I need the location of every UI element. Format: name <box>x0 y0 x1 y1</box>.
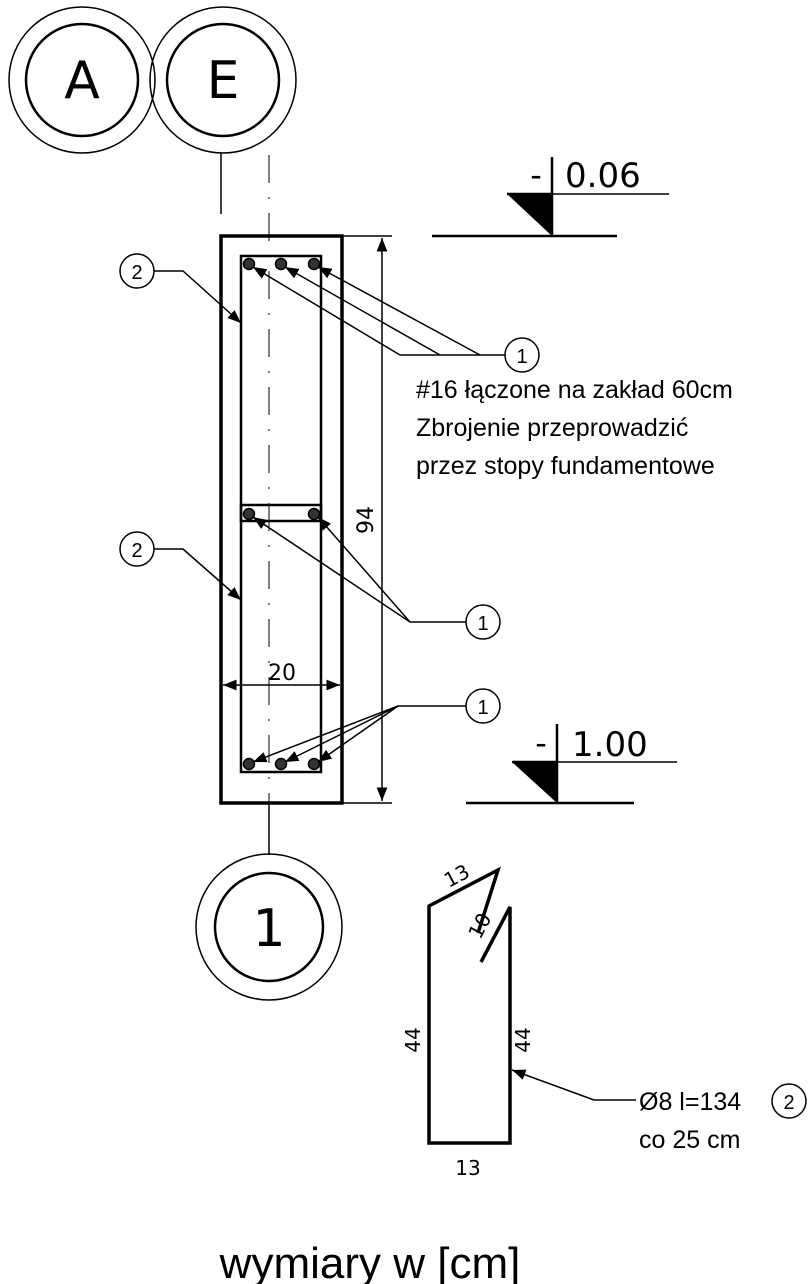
level-marker-upper: - 0.06 <box>432 156 669 238</box>
rebar-mid-1 <box>242 507 256 521</box>
units-caption: wymiary w [cm] <box>219 1239 521 1284</box>
rebar-bot-3 <box>307 757 321 771</box>
stirrup-marker-upper-label: 2 <box>131 262 142 284</box>
rebars <box>242 257 321 771</box>
note-line-1: #16 łączone na zakład 60cm <box>416 376 733 404</box>
axis-bubble-e: E <box>149 6 297 154</box>
stirrup-bottom-length: 13 <box>455 1156 480 1180</box>
axis-label-1: 1 <box>252 899 285 959</box>
stirrup-spec: Ø8 l=134 <box>639 1088 741 1116</box>
bar-marker-mid-label: 1 <box>477 613 488 635</box>
axis-label-e: E <box>207 51 240 111</box>
stirrup-left-leg: 44 <box>401 1027 425 1052</box>
note-line-3: przez stopy fundamentowe <box>416 452 715 480</box>
rebar-top-3 <box>307 257 321 271</box>
level-upper-sign: - <box>530 156 542 194</box>
rebar-top-2 <box>274 257 288 271</box>
stirrup-marker-lower: 2 <box>119 531 242 601</box>
stirrup-cage-lower <box>239 503 323 774</box>
level-lower-sign: - <box>535 724 547 762</box>
stirrup-hook-a: 13 <box>440 859 474 892</box>
foundation-outline <box>219 234 344 805</box>
dimension-width-label: 20 <box>268 661 296 686</box>
bar-marker-bottom-label: 1 <box>477 697 488 719</box>
rebar-top-1 <box>242 257 256 271</box>
level-lower-value: 1.00 <box>572 725 648 765</box>
note-line-2: Zbrojenie przeprowadzić <box>416 414 688 442</box>
bar-marker-top: 1 <box>252 266 540 373</box>
bar-marker-mid: 1 <box>252 516 501 640</box>
stirrup-shape: 13 10 44 44 13 Ø8 l=134 2 co 25 cm <box>401 859 807 1180</box>
stirrup-spec-marker: 2 <box>783 1092 794 1114</box>
stirrup-cage-upper <box>239 254 323 523</box>
axis-bubble-1: 1 <box>195 853 343 1001</box>
level-marker-lower: - 1.00 <box>466 724 677 805</box>
stirrup-right-leg: 44 <box>511 1027 535 1052</box>
dimension-height: 94 <box>342 235 392 804</box>
stirrup-spacing: co 25 cm <box>639 1126 740 1154</box>
stirrup-marker-upper: 2 <box>119 253 242 324</box>
axis-label-a: A <box>64 51 100 111</box>
dimension-width: 20 <box>223 661 340 691</box>
rebar-mid-2 <box>307 507 321 521</box>
stirrup-hook-b: 10 <box>463 909 496 943</box>
axis-bubble-a: A <box>8 6 156 154</box>
stirrup-marker-lower-label: 2 <box>131 540 142 562</box>
bar-marker-top-label: 1 <box>516 346 527 368</box>
rebar-bot-1 <box>242 757 256 771</box>
bar-marker-bottom: 1 <box>252 688 501 763</box>
level-upper-value: 0.06 <box>565 156 641 196</box>
rebar-bot-2 <box>274 757 288 771</box>
dimension-height-label: 94 <box>354 506 379 534</box>
